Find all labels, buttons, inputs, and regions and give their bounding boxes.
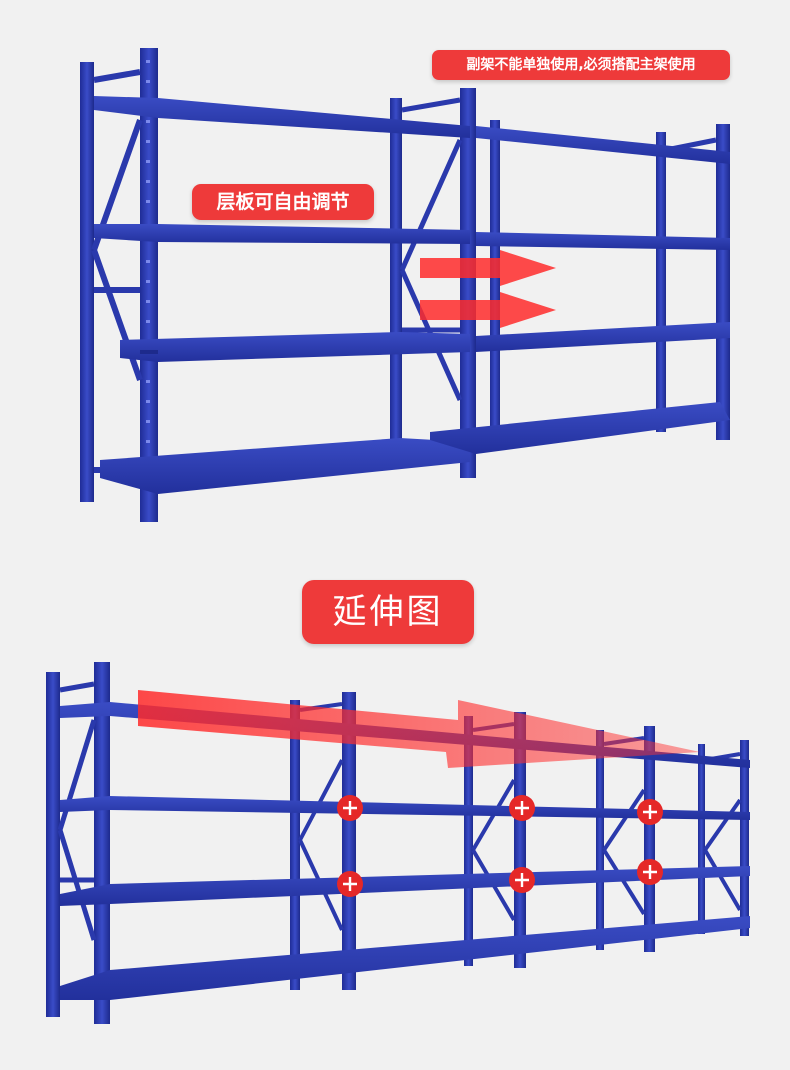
plus-circle-icon <box>637 799 663 825</box>
rack-post <box>460 88 476 478</box>
plus-circle-icon <box>509 795 535 821</box>
plus-circle-icon <box>637 859 663 885</box>
rack-post <box>490 120 500 450</box>
rack-post <box>290 700 300 990</box>
red-right-arrow-icon <box>138 690 700 768</box>
plus-circle-icon <box>337 871 363 897</box>
red-right-arrow-icon <box>420 292 556 328</box>
side-rack-top <box>430 120 730 454</box>
plus-circle-icon <box>509 867 535 893</box>
side-frame-note-badge: 副架不能单独使用,必须搭配主架使用 <box>432 50 730 80</box>
rack-post <box>716 124 730 440</box>
rack-post <box>342 692 356 990</box>
rack-post <box>740 740 749 936</box>
red-right-arrow-icon <box>420 250 556 286</box>
extension-title-badge: 延伸图 <box>302 580 474 644</box>
rack-post <box>94 662 110 1024</box>
rack-post <box>698 744 705 934</box>
rack-post <box>46 672 60 1017</box>
rack-post <box>644 726 655 952</box>
adjustable-shelf-badge: 层板可自由调节 <box>192 184 374 220</box>
rack-post <box>596 730 604 950</box>
plus-circle-icon <box>337 795 363 821</box>
rack-post <box>80 62 94 502</box>
rack-post <box>514 712 526 968</box>
rack-post <box>464 716 473 966</box>
rack-post <box>390 98 402 468</box>
rack-post <box>140 48 158 522</box>
main-rack-top <box>80 48 476 522</box>
rack-post <box>656 132 666 432</box>
